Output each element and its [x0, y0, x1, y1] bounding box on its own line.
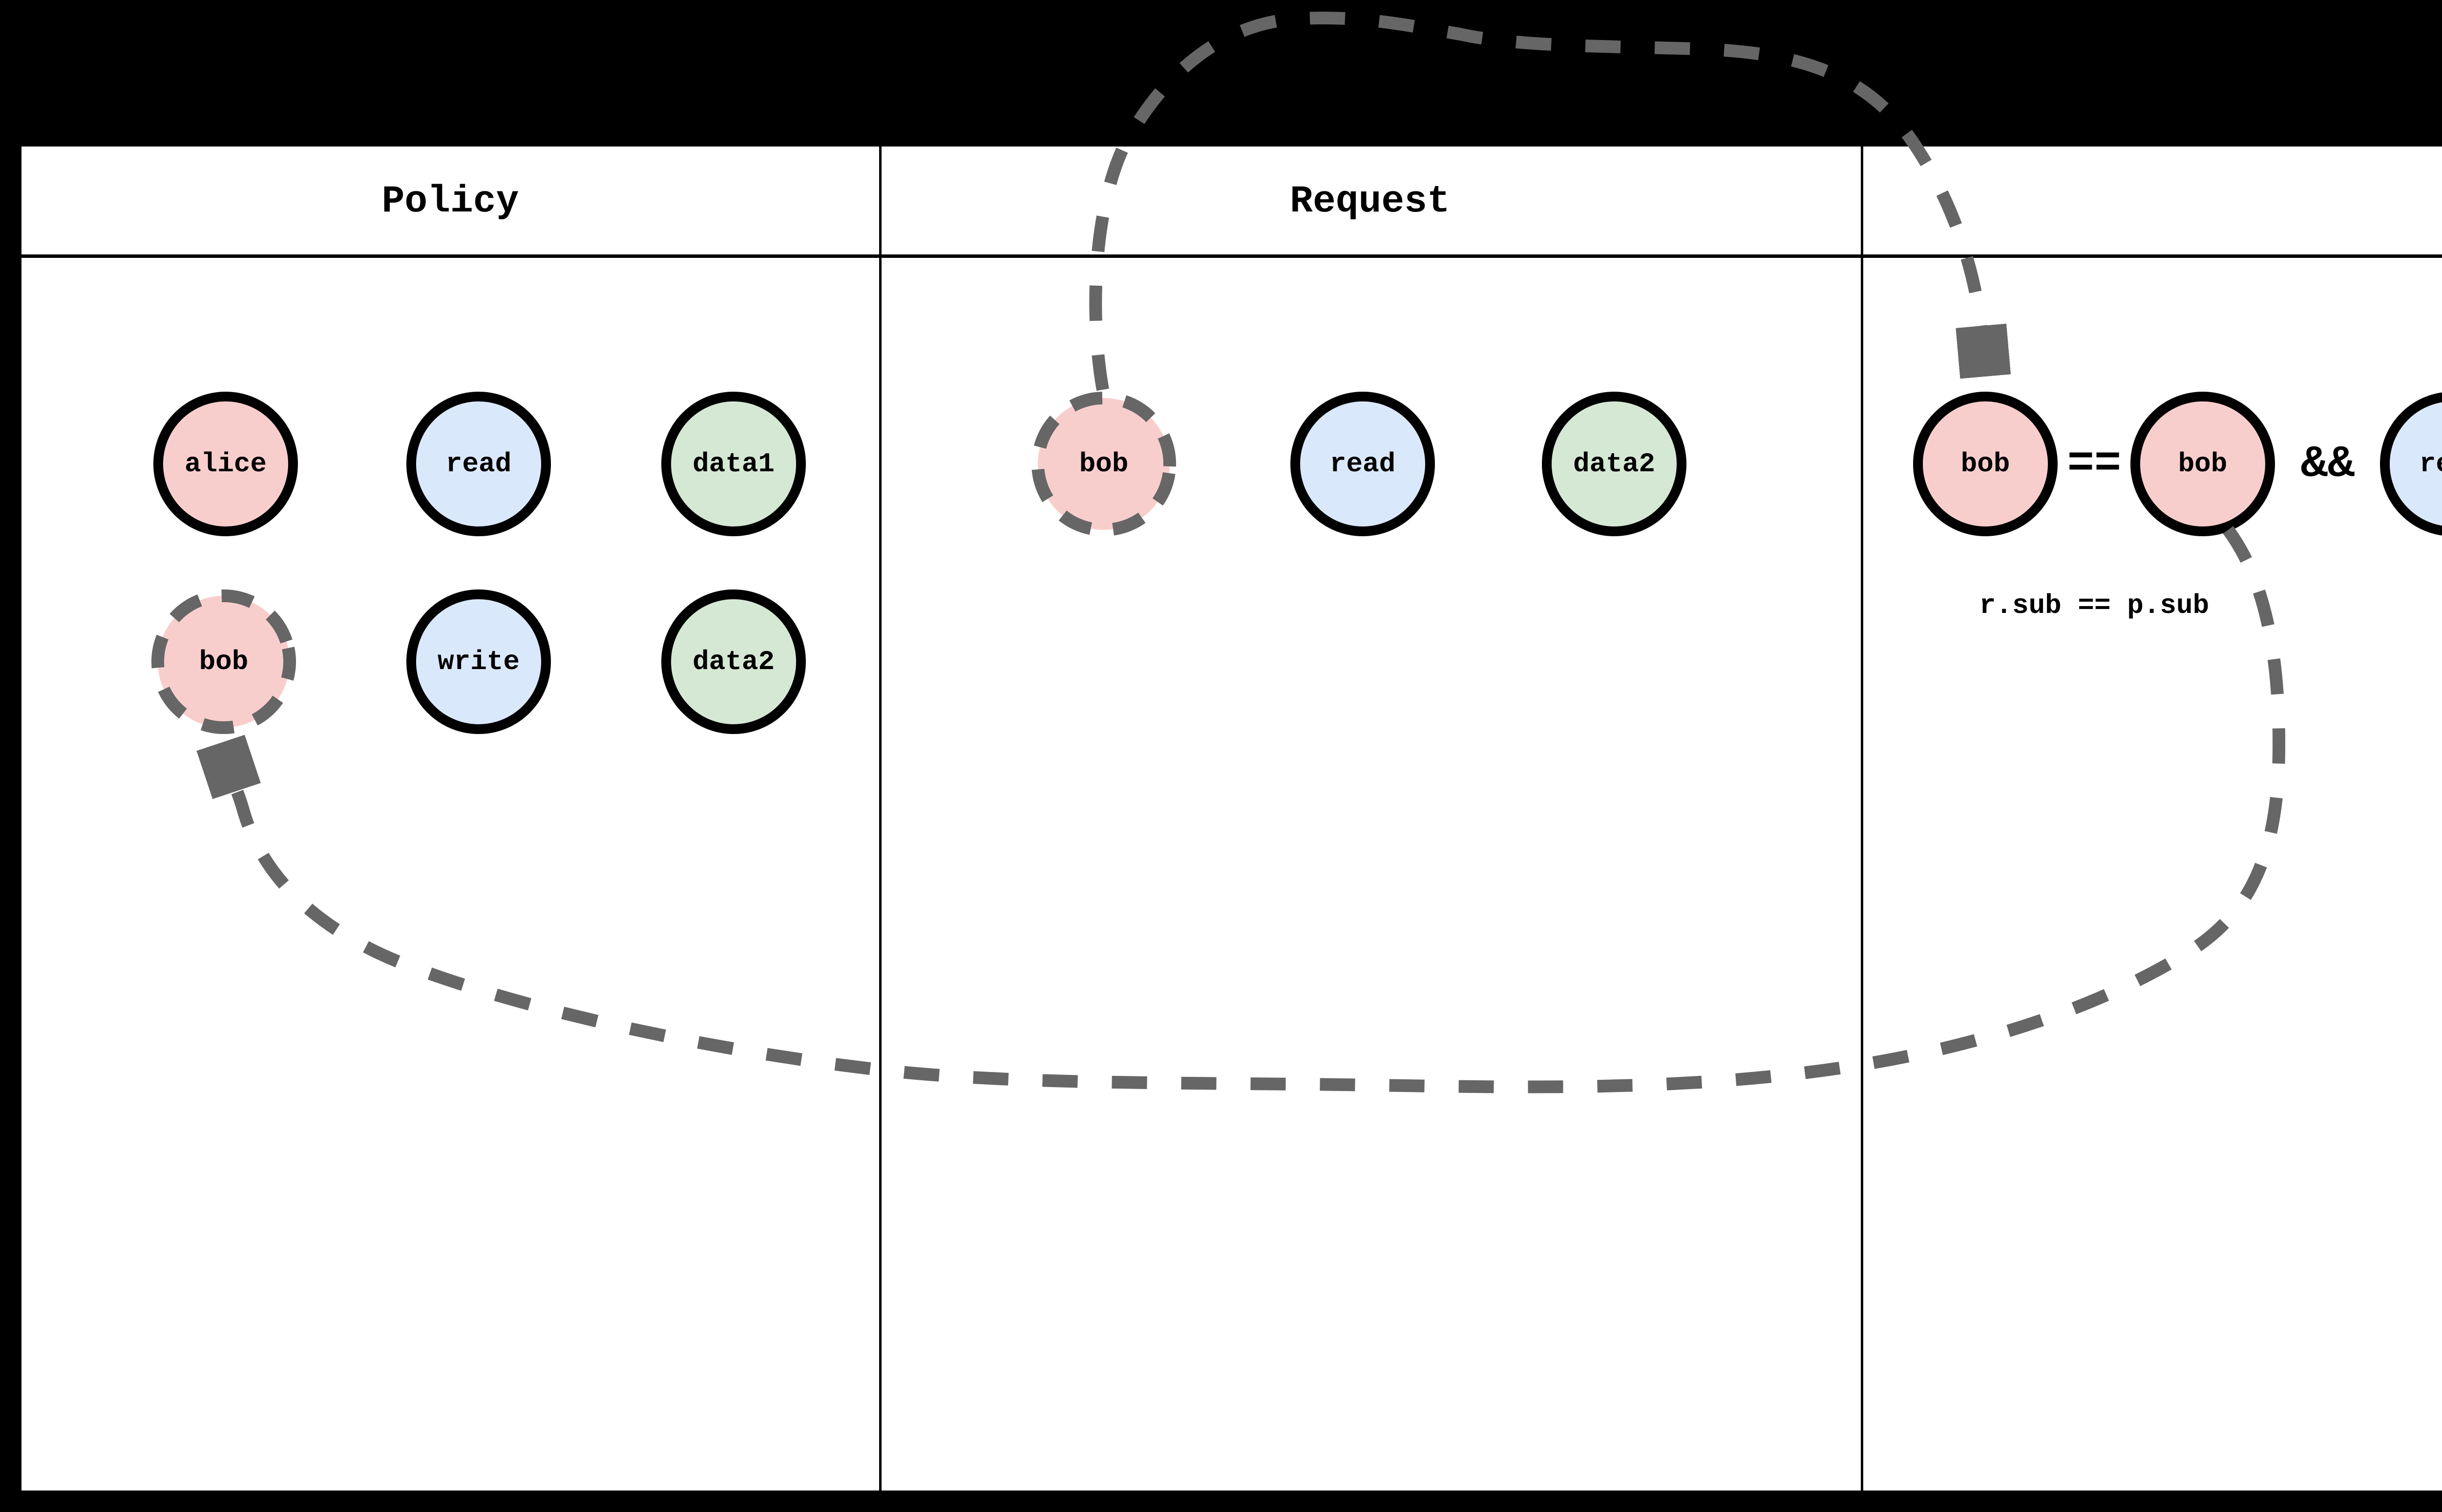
caption-sub-match: r.sub == p.sub	[1979, 590, 2210, 621]
circle-label: bob	[1079, 448, 1129, 480]
column-title-policy: Policy	[381, 180, 519, 223]
policy-circle-write: write	[406, 589, 551, 734]
request-circle-data2: data2	[1542, 392, 1686, 536]
circle-label: bob	[199, 646, 249, 677]
column-divider-2	[1861, 147, 1863, 1491]
circle-label: read	[1329, 448, 1396, 480]
policy-circle-bob: bob	[151, 589, 296, 734]
circle-label: write	[437, 646, 520, 677]
request-circle-read: read	[1290, 392, 1435, 536]
table-panel	[21, 147, 2442, 1491]
policy-circle-read: read	[406, 392, 551, 536]
request-circle-bob: bob	[1032, 392, 1176, 536]
circle-label: read	[2419, 448, 2442, 480]
and-operator: &&	[2300, 438, 2355, 490]
circle-label: data1	[692, 448, 775, 480]
policy-circle-data1: data1	[661, 392, 806, 536]
circle-label: alice	[184, 448, 267, 480]
dashed-ring	[1032, 392, 1176, 536]
circle-label: data2	[1573, 448, 1656, 480]
matching-circle-p-sub: bob	[2130, 392, 2275, 536]
policy-circle-alice: alice	[153, 392, 298, 536]
circle-label: bob	[1960, 448, 2010, 480]
circle-label: read	[445, 448, 512, 480]
column-title-request: Request	[1290, 180, 1450, 223]
matching-circle-r-sub: bob	[1913, 392, 2058, 536]
column-divider-1	[879, 147, 882, 1491]
circle-label: bob	[2178, 448, 2228, 480]
circle-label: data2	[692, 646, 775, 677]
policy-circle-data2: data2	[661, 589, 806, 734]
header-separator-line	[21, 254, 2442, 258]
equals-operator: ==	[2067, 438, 2122, 490]
